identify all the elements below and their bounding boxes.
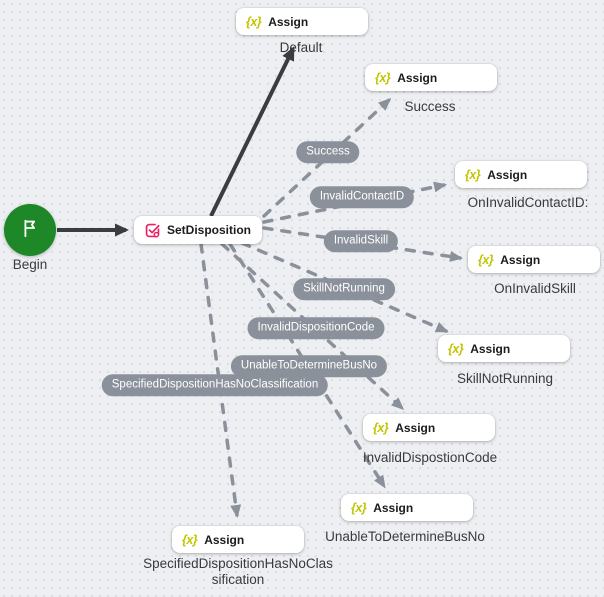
assign-caption-oninvalidcontactid: OnInvalidContactID: bbox=[467, 195, 589, 210]
assign-caption-invaliddispostioncode: InvalidDispostionCode bbox=[362, 450, 498, 465]
assign-variable-icon: {x} bbox=[373, 420, 389, 435]
assign-caption-skillnotrunning: SkillNotRunning bbox=[456, 371, 554, 386]
branch-label-invalidcontactid[interactable]: InvalidContactID bbox=[309, 186, 415, 208]
assign-node-invaliddispostioncode[interactable]: {x} Assign bbox=[363, 414, 495, 441]
node-title: Assign bbox=[487, 167, 528, 182]
begin-node[interactable] bbox=[4, 204, 56, 256]
node-title: Assign bbox=[268, 14, 309, 29]
node-title: Assign bbox=[397, 70, 438, 85]
edge-setdisposition-default[interactable] bbox=[209, 46, 295, 217]
assign-variable-icon: {x} bbox=[465, 167, 481, 182]
branch-label-invalidskill[interactable]: InvalidSkill bbox=[323, 230, 399, 252]
node-title: Assign bbox=[373, 500, 414, 515]
branch-label-skillnotrunning[interactable]: SkillNotRunning bbox=[293, 278, 395, 300]
node-title: Assign bbox=[204, 532, 245, 547]
branch-label-invaliddispositioncode[interactable]: InvalidDispositionCode bbox=[247, 317, 385, 339]
assign-caption-specifieddisposition: SpecifiedDispositionHasNoClassification bbox=[143, 556, 333, 587]
assign-caption-default: Default bbox=[279, 40, 323, 55]
assign-node-oninvalidskill[interactable]: {x} Assign bbox=[468, 246, 600, 273]
assign-node-oninvalidcontactid[interactable]: {x} Assign bbox=[455, 161, 587, 188]
assign-node-unabletodeterminebusno[interactable]: {x} Assign bbox=[341, 494, 473, 521]
edge-setdisposition-specifieddisposition[interactable] bbox=[199, 242, 242, 518]
assign-variable-icon: {x} bbox=[478, 252, 494, 267]
assign-node-default[interactable]: {x} Assign bbox=[236, 8, 368, 35]
branch-label-specifieddisposition[interactable]: SpecifiedDispositionHasNoClassification bbox=[101, 374, 329, 396]
flag-icon bbox=[19, 217, 41, 244]
assign-caption-oninvalidskill: OnInvalidSkill bbox=[494, 281, 576, 296]
assign-variable-icon: {x} bbox=[375, 70, 391, 85]
assign-node-success[interactable]: {x} Assign bbox=[365, 64, 497, 91]
assign-caption-success: Success bbox=[404, 99, 456, 114]
assign-caption-unabletodeterminebusno: UnableToDetermineBusNo bbox=[325, 529, 485, 544]
assign-variable-icon: {x} bbox=[351, 500, 367, 515]
assign-variable-icon: {x} bbox=[448, 341, 464, 356]
begin-caption: Begin bbox=[12, 257, 48, 272]
branch-label-unabletodeterminebusno[interactable]: UnableToDetermineBusNo bbox=[230, 355, 388, 377]
set-disposition-icon bbox=[144, 222, 161, 239]
assign-node-specifieddisposition[interactable]: {x} Assign bbox=[172, 526, 304, 553]
edge-setdisposition-invaliddispositioncode[interactable] bbox=[220, 242, 405, 411]
node-title: Assign bbox=[470, 341, 511, 356]
assign-node-skillnotrunning[interactable]: {x} Assign bbox=[438, 335, 570, 362]
setdisposition-node[interactable]: SetDisposition bbox=[134, 216, 262, 244]
assign-variable-icon: {x} bbox=[182, 532, 198, 547]
node-title: Assign bbox=[500, 252, 541, 267]
branch-label-success[interactable]: Success bbox=[296, 141, 360, 163]
node-title: Assign bbox=[395, 420, 436, 435]
node-title: SetDisposition bbox=[167, 223, 252, 237]
assign-variable-icon: {x} bbox=[246, 14, 262, 29]
